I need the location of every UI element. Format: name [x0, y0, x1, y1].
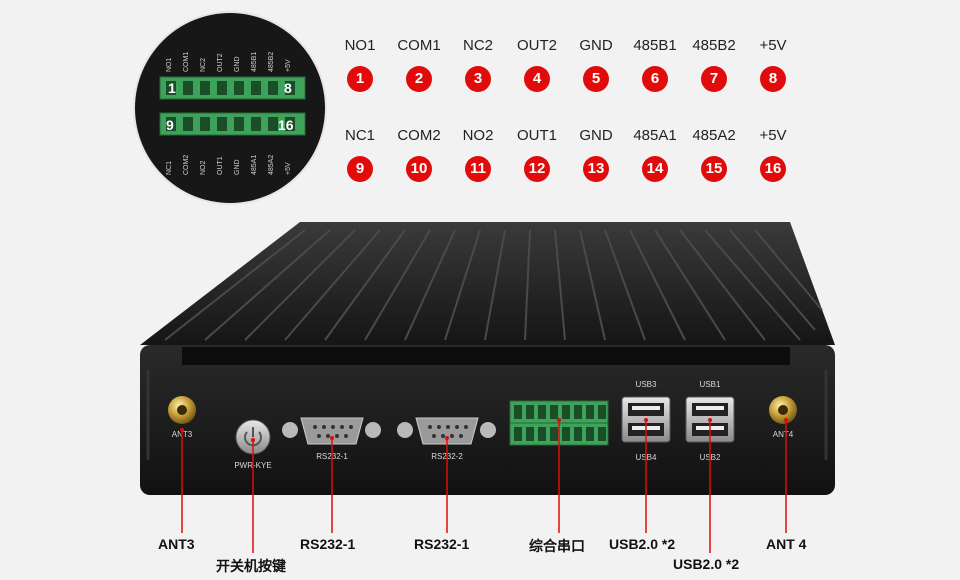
zoom-terminal-label: 485A1	[251, 155, 258, 175]
zoom-terminal-label: GND	[234, 56, 241, 72]
zoom-terminal-label: GND	[234, 159, 241, 175]
pin-entry: NO1 1	[330, 36, 390, 92]
device-body	[140, 222, 835, 495]
pin-entry: +5V 16	[743, 126, 803, 182]
pin-name: COM1	[397, 37, 441, 54]
pin-entry: 485A2 15	[684, 126, 744, 182]
pin-number-badge: 5	[583, 66, 609, 92]
pin-number-badge: 8	[760, 66, 786, 92]
pin-entry: NO2 11	[448, 126, 508, 182]
pin-entry: COM1 2	[389, 36, 449, 92]
zoom-terminal-label: 485B2	[268, 52, 275, 72]
leader-lines	[181, 420, 787, 553]
zoom-pin-1: 1	[168, 80, 176, 96]
pin-name: 485A1	[633, 127, 677, 144]
pin-number-badge: 11	[465, 156, 491, 182]
zoom-terminal-label: COM1	[183, 52, 190, 72]
zoom-terminal-label: COM2	[183, 155, 190, 175]
device-label-usb1: USB1	[700, 380, 721, 389]
label-power-button: 开关机按键	[216, 558, 286, 574]
zoom-terminal-label: NC1	[166, 161, 173, 175]
pin-number-badge: 15	[701, 156, 727, 182]
device-label-usb3: USB3	[636, 380, 657, 389]
pin-number-badge: 4	[524, 66, 550, 92]
zoom-terminal-label: NC2	[200, 58, 207, 72]
label-rs232-1: RS232-1	[300, 536, 356, 552]
pin-legend-row-top: NO1 1 COM1 2 NC2 3 OUT2 4 GND 5 485B1 6 485B2 7 +5V 8	[330, 36, 800, 106]
zoom-terminal-label: OUT2	[217, 53, 224, 72]
zoom-terminal-label: 485B1	[251, 52, 258, 72]
zoom-pin-16: 16	[278, 117, 294, 133]
rs232-2-port	[397, 417, 496, 445]
label-usb-right: USB2.0 *2	[673, 556, 740, 572]
pin-entry: OUT2 4	[507, 36, 567, 92]
pin-name: +5V	[759, 37, 787, 54]
pin-entry: GND 5	[566, 36, 626, 92]
pin-number-badge: 13	[583, 156, 609, 182]
pin-entry: COM2 10	[389, 126, 449, 182]
pin-number-badge: 12	[524, 156, 550, 182]
rs232-1-port	[282, 417, 381, 445]
zoom-terminal-label: OUT1	[217, 156, 224, 175]
pin-name: 485B2	[692, 37, 736, 54]
pin-entry: OUT1 12	[507, 126, 567, 182]
pin-name: GND	[579, 37, 613, 54]
pin-number-badge: 6	[642, 66, 668, 92]
pin-number-badge: 16	[760, 156, 786, 182]
pin-entry: GND 13	[566, 126, 626, 182]
pin-entry: 485B1 6	[625, 36, 685, 92]
zoom-pin-9: 9	[166, 117, 174, 133]
label-combo-serial: 综合串口	[529, 538, 585, 554]
power-button	[235, 419, 271, 455]
pin-name: NC1	[344, 127, 375, 144]
zoom-terminal-label: NO2	[200, 161, 207, 176]
pin-name: 485B1	[633, 37, 677, 54]
pin-entry: 485A1 14	[625, 126, 685, 182]
pin-name: 485A2	[692, 127, 736, 144]
label-usb-left: USB2.0 *2	[609, 536, 676, 552]
pin-number-badge: 14	[642, 156, 668, 182]
pin-entry: +5V 8	[743, 36, 803, 92]
zoom-terminal-label: +5V	[285, 162, 292, 175]
pin-number-badge: 7	[701, 66, 727, 92]
ant4-connector	[769, 396, 797, 424]
pin-entry: 485B2 7	[684, 36, 744, 92]
pin-number-badge: 3	[465, 66, 491, 92]
zoom-terminal-label: NO1	[166, 58, 173, 73]
pin-name: NC2	[462, 37, 493, 54]
ant3-connector	[168, 396, 196, 424]
pin-name: NO2	[462, 127, 494, 144]
zoom-terminal-label: +5V	[285, 59, 292, 72]
device-label-ant4: ANT4	[773, 430, 794, 439]
pin-entry: NC2 3	[448, 36, 508, 92]
pin-number-badge: 10	[406, 156, 432, 182]
zoom-pin-8: 8	[284, 80, 292, 96]
pin-number-badge: 1	[347, 66, 373, 92]
pin-number-badge: 2	[406, 66, 432, 92]
pin-name: OUT1	[516, 127, 557, 144]
pin-name: GND	[579, 127, 613, 144]
label-rs232-2: RS232-1	[414, 536, 470, 552]
pin-name: COM2	[397, 127, 441, 144]
pin-entry: NC1 9	[330, 126, 390, 182]
pin-name: +5V	[759, 127, 787, 144]
pin-number-badge: 9	[347, 156, 373, 182]
pin-legend-row-bottom: NC1 9 COM2 10 NO2 11 OUT1 12 GND 13 485A1 14 485A2 15…	[330, 126, 800, 196]
zoom-terminal-label: 485A2	[268, 155, 275, 175]
pin-name: NO1	[344, 37, 376, 54]
label-ant4: ANT 4	[766, 536, 807, 552]
pin-name: OUT2	[516, 37, 557, 54]
label-ant3: ANT3	[158, 536, 195, 552]
